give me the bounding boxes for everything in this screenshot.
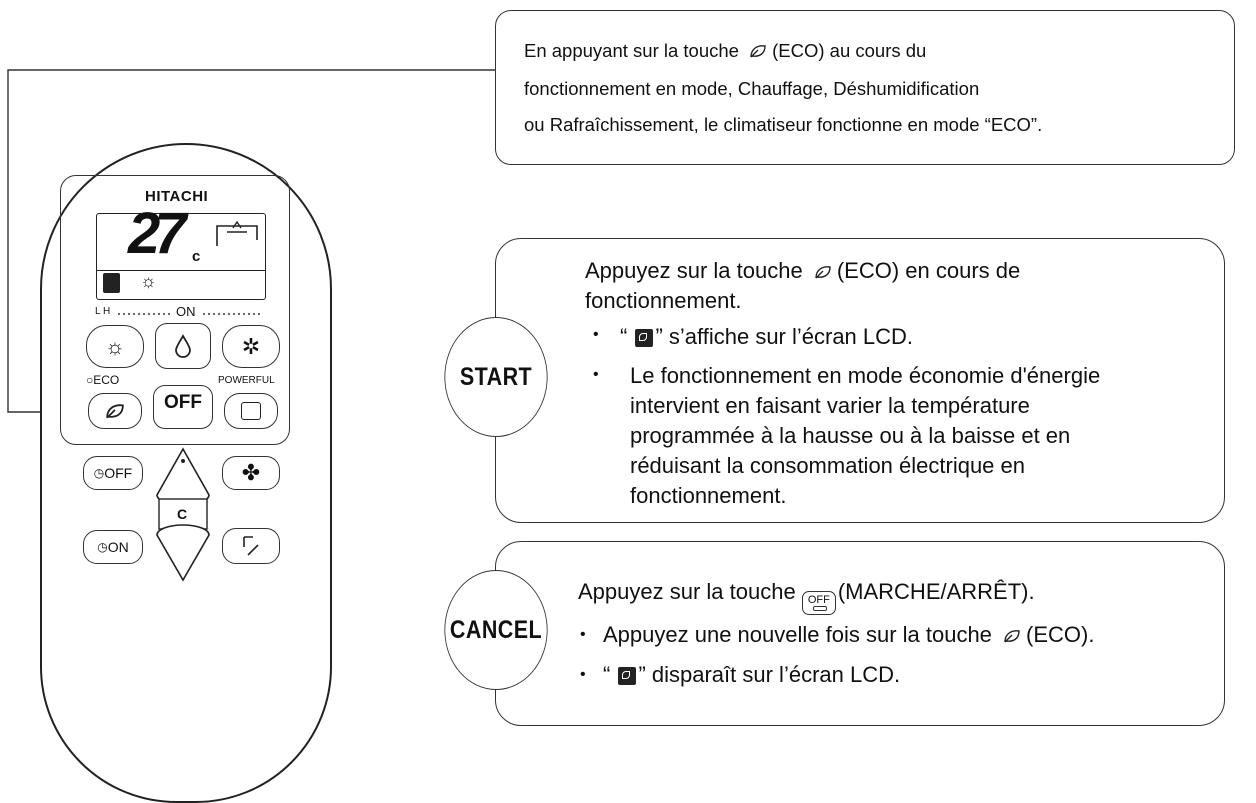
louver-swing-button[interactable] [222,528,280,564]
on-timer-button[interactable]: ◷ON [83,530,143,564]
temperature-rocker[interactable] [153,447,213,582]
start-intro-line-1: Appuyez sur la touche (ECO) en cours de [585,256,1020,288]
lcd-eco-icon [635,329,654,347]
cancel-bullet-1: Appuyez une nouvelle fois sur la touche … [603,620,1095,652]
eco-leaf-icon [813,258,833,288]
eco-button-label: ○ECO [86,373,120,387]
water-drop-icon [175,334,191,358]
on-mode-label: ON [176,304,196,319]
lh-label: L H [95,306,111,317]
cancel-bullet-2: “ ” disparaît sur l’écran LCD. [603,662,901,687]
mode-row-dotted-line [118,313,263,315]
eco-leaf-icon [106,404,124,419]
start-bullet-1: “ ” s’affiche sur l’écran LCD. [620,324,914,349]
snowflake-icon: ✲ [241,333,261,359]
louver-icon [243,536,259,556]
eco-note-line-2: fonctionnement en mode, Chauffage, Déshu… [524,78,980,99]
lcd-eco-icon [618,667,637,685]
cancel-line-1: Appuyez sur la touche OFF(MARCHE/ARRÊT). [578,577,1035,615]
eco-note-line-3: ou Rafraîchissement, le climatiseur fonc… [524,114,1043,135]
off-timer-button[interactable]: ◷OFF [83,456,143,490]
start-badge: START [444,317,548,437]
eco-button[interactable] [88,393,142,429]
bullet-dot: • [580,666,586,683]
remote-control-panel [60,175,290,445]
eco-leaf-icon [1002,622,1022,652]
start-intro-line-2: fonctionnement. [585,288,742,313]
sun-icon: ☼ [104,333,126,359]
cancel-instructions-panel [495,541,1225,726]
lcd-temperature: 27 [128,201,186,266]
eco-mode-note: En appuyant sur la touche (ECO) au cours… [495,10,1235,165]
remote-lcd-screen [96,213,266,300]
temperature-key-label: C [177,506,188,522]
bullet-dot: • [593,366,599,383]
dehumidify-mode-button[interactable] [155,323,211,369]
lcd-divider [97,270,265,271]
remote-brand-logo: HITACHI [145,188,209,205]
powerful-icon [241,402,261,420]
fan-speed-button[interactable]: ✤ [222,456,280,490]
powerful-button[interactable] [224,393,278,429]
eco-note-line-1: En appuyant sur la touche (ECO) au cours… [524,33,1234,71]
off-key-icon: OFF [801,591,836,615]
bullet-dot: • [593,326,599,343]
cancel-badge: CANCEL [444,570,548,690]
bullet-dot: • [580,626,586,643]
off-button[interactable]: OFF [153,385,213,429]
clock-icon: ◷ [97,540,108,554]
powerful-button-label: POWERFUL [218,375,275,386]
lcd-heat-mode-icon: ☼ [140,271,157,291]
eco-leaf-icon [748,35,768,71]
heat-mode-button[interactable]: ☼ [86,325,144,368]
cool-mode-button[interactable]: ✲ [222,325,280,368]
lcd-temperature-unit: c [192,248,201,265]
fan-icon: ✤ [241,460,261,485]
lcd-eco-indicator-icon [103,273,120,293]
clock-icon: ◷ [93,466,105,480]
start-bullet-2: Le fonctionnement en mode économie d'éne… [630,363,1101,508]
lcd-louver-icon [216,220,258,246]
